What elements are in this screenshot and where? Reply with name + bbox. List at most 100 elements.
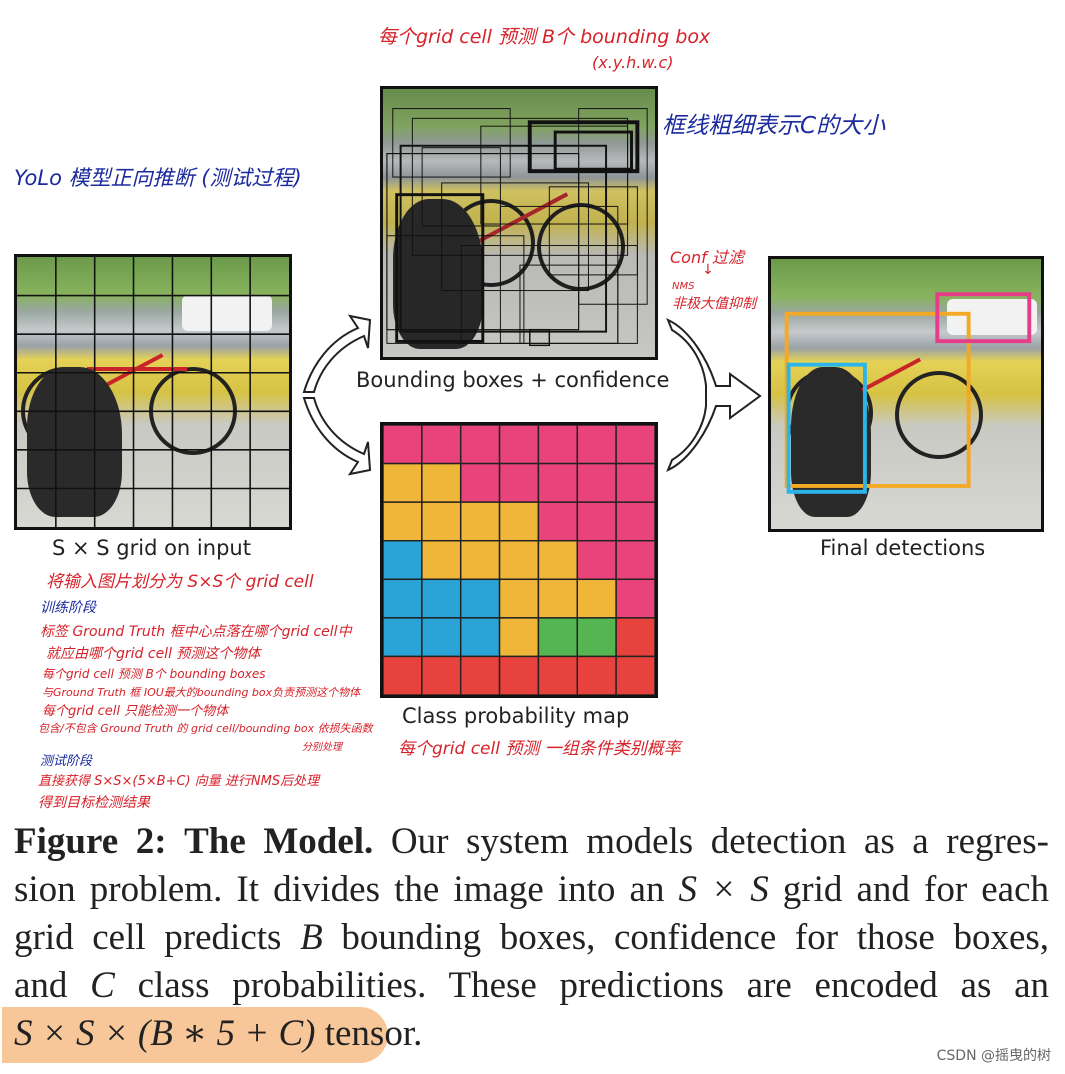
bbox-bike-front-wheel <box>537 203 625 291</box>
caption-text-1: Our system models detection as a regres- <box>390 821 1049 862</box>
class-cell <box>537 501 579 542</box>
class-prob-note: 每个grid cell 预测 一组条件类别概率 <box>398 739 681 759</box>
class-cell <box>537 617 579 658</box>
class-cell <box>421 462 462 503</box>
caption-text-4a: and <box>14 965 68 1006</box>
class-cell <box>576 462 617 503</box>
caption-math-sxs: S × S <box>678 869 769 910</box>
class-probability-panel <box>380 422 658 698</box>
class-cell <box>498 462 540 503</box>
conf-filter-note: Conf 过滤 <box>670 248 744 267</box>
caption-text-2b: grid and for each <box>782 869 1050 910</box>
bbox-photo <box>383 89 655 357</box>
class-cell <box>615 501 655 542</box>
bbox-overlay <box>386 108 648 347</box>
input-photo <box>17 257 289 527</box>
tensor-highlight <box>2 1007 388 1063</box>
class-cell <box>421 539 462 581</box>
merge-arrows <box>666 318 762 472</box>
class-cell <box>576 501 617 542</box>
caption-text-3a: grid cell predicts <box>14 917 282 958</box>
class-cell <box>576 425 617 465</box>
merge-arrow-icon <box>666 318 762 472</box>
dog-shape <box>27 367 122 517</box>
caption-math-b: B <box>300 917 323 958</box>
train-line-7: 分别处理 <box>302 742 342 753</box>
figure-title: The Model. <box>184 821 374 862</box>
caption-line-3: grid cell predicts B bounding boxes, con… <box>14 914 1049 962</box>
down-arrow-icon <box>302 397 372 476</box>
final-truck-shape <box>947 299 1037 335</box>
class-cell <box>498 539 540 581</box>
caption-math-tensor: S × S × (B ∗ 5 + C) <box>14 1013 316 1054</box>
figure-caption: Figure 2: The Model. Our system models d… <box>14 818 1049 1058</box>
class-cell <box>537 462 579 503</box>
caption-math-c: C <box>90 965 115 1006</box>
class-cell <box>459 655 501 695</box>
train-line-4: 与Ground Truth 框 IOU最大的bounding box负责预测这个… <box>42 686 361 699</box>
split-note: 将输入图片划分为 S×S个 grid cell <box>46 572 314 592</box>
figure-number: Figure 2: <box>14 821 167 862</box>
test-phase-title: 测试阶段 <box>40 754 93 769</box>
caption-text-4b: class probabilities. These predictions a… <box>137 965 1049 1006</box>
class-cell <box>537 425 579 465</box>
class-cell <box>421 425 462 465</box>
truck-shape <box>182 295 272 331</box>
class-cell <box>537 655 579 695</box>
caption-text-3b: bounding boxes, confidence for those box… <box>341 917 1050 958</box>
class-cell <box>383 501 423 542</box>
bbox-confidence-label: Bounding boxes + confidence <box>356 368 670 392</box>
train-line-1: 标签 Ground Truth 框中心点落在哪个grid cell中 <box>40 624 352 640</box>
class-map-label: Class probability map <box>402 704 630 728</box>
class-cell <box>459 539 501 581</box>
final-bike-front-wheel <box>895 371 983 459</box>
yolo-inference-title: YoLo 模型正向推断 (测试过程) <box>14 166 302 190</box>
nms-note: 非极大值抑制 <box>672 296 756 312</box>
class-cell <box>383 539 423 581</box>
test-line-1: 直接获得 S×S×(5×B+C) 向量 进行NMS后处理 <box>38 774 320 789</box>
filter-arrow: ↓ <box>702 262 714 278</box>
bbox-params-note: (x.y.h.w.c) <box>592 53 674 72</box>
class-cell <box>498 501 540 542</box>
class-cell <box>576 617 617 658</box>
class-cell <box>459 578 501 619</box>
class-cell <box>576 655 617 695</box>
caption-line-1: Figure 2: The Model. Our system models d… <box>14 818 1049 866</box>
train-line-2: 就应由哪个grid cell 预测这个物体 <box>46 646 261 662</box>
final-detections-panel <box>768 256 1044 532</box>
csdn-watermark: CSDN @摇曳的树 <box>936 1048 1051 1064</box>
caption-line-5: S × S × (B ∗ 5 + C) tensor. <box>14 1010 1049 1058</box>
class-cell <box>421 655 462 695</box>
caption-text-2: sion problem. It divides the image into … <box>14 869 665 910</box>
input-image-panel <box>14 254 292 530</box>
bike-top-tube <box>87 367 187 371</box>
class-cell <box>537 578 579 619</box>
class-cell <box>383 655 423 695</box>
class-cell <box>615 462 655 503</box>
line-thickness-note: 框线粗细表示C的大小 <box>662 113 886 139</box>
class-cell <box>459 617 501 658</box>
nms-abbrev: NMS <box>672 281 695 292</box>
class-cell <box>498 655 540 695</box>
class-cell <box>537 539 579 581</box>
input-grid-label: S × S grid on input <box>52 536 251 560</box>
class-cell <box>421 617 462 658</box>
bbox-prediction-note: 每个grid cell 预测 B个 bounding box <box>378 26 711 48</box>
class-cell <box>576 539 617 581</box>
class-cell <box>421 578 462 619</box>
dog-box <box>786 362 867 494</box>
split-arrows <box>302 314 372 476</box>
test-line-2: 得到目标检测结果 <box>38 795 150 811</box>
class-cell <box>615 617 655 658</box>
final-boxes-overlay <box>784 292 1032 494</box>
class-cell <box>459 501 501 542</box>
class-cell <box>383 617 423 658</box>
class-cell <box>459 425 501 465</box>
bbox-confidence-panel <box>380 86 658 360</box>
class-cell <box>459 462 501 503</box>
class-cell <box>421 501 462 542</box>
caption-line-4: and C class probabilities. These predict… <box>14 962 1049 1010</box>
class-cell <box>615 578 655 619</box>
final-detections-label: Final detections <box>820 536 986 560</box>
class-cell <box>615 425 655 465</box>
